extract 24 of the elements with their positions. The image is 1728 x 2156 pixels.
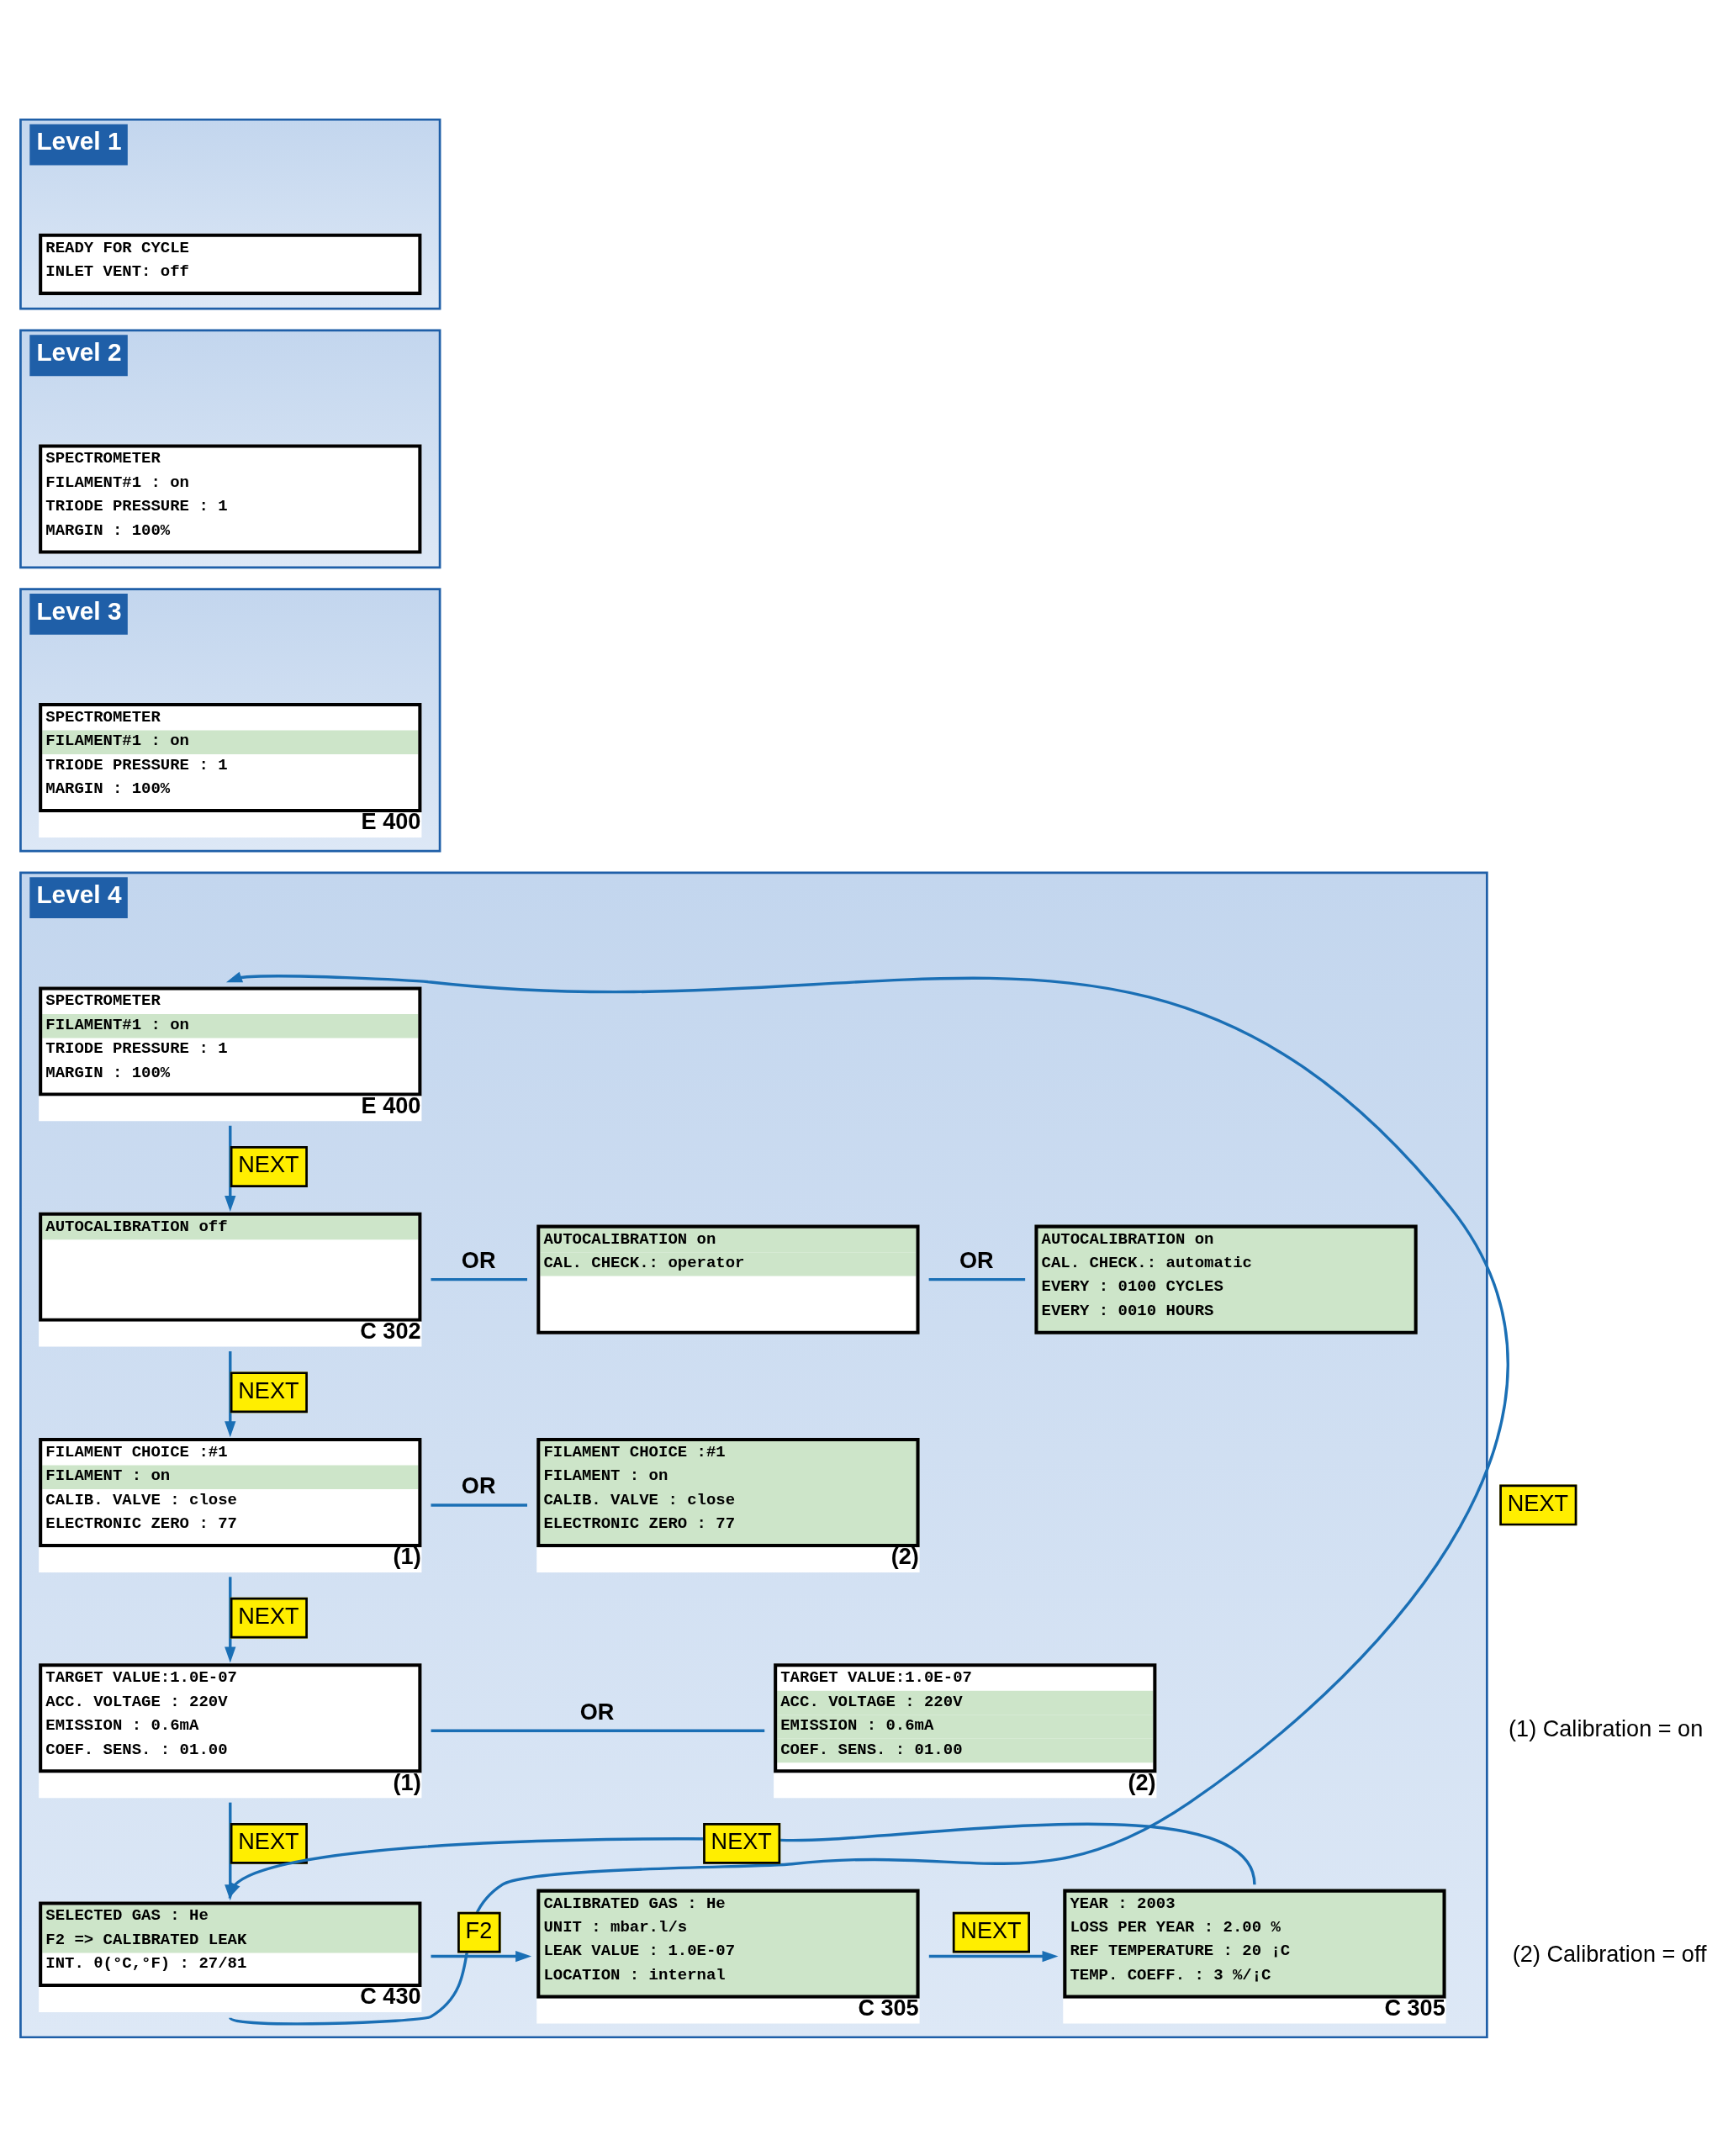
edge-label: OR (461, 1472, 496, 1498)
label: (1) Calibration = on (1509, 1715, 1704, 1741)
node-label: (1) (393, 1542, 421, 1569)
node-label: (2) (1128, 1768, 1156, 1795)
node-label: C 305 (1384, 1994, 1445, 2021)
label: (2) Calibration = off (1512, 1940, 1707, 1967)
edge-label: NEXT (1507, 1489, 1569, 1516)
edge-label: NEXT (960, 1916, 1022, 1943)
edge-label: F2 (465, 1916, 493, 1943)
edge-label: NEXT (238, 1602, 299, 1629)
edge-label: NEXT (711, 1827, 772, 1854)
edge-label: OR (579, 1698, 615, 1725)
edge-label: NEXT (238, 1377, 299, 1403)
node-label: (2) (890, 1542, 919, 1569)
node-label: C 305 (858, 1994, 919, 2021)
node-label: C 302 (360, 1317, 421, 1344)
node-label: C 430 (360, 1982, 421, 2009)
node-label: (1) (393, 1768, 421, 1795)
edge-label: NEXT (238, 1827, 299, 1854)
edge-label: OR (461, 1246, 496, 1273)
edge-label: OR (959, 1246, 994, 1273)
node-label: E 400 (361, 807, 421, 834)
node-label: E 400 (361, 1091, 421, 1118)
edge-label: NEXT (238, 1150, 299, 1177)
